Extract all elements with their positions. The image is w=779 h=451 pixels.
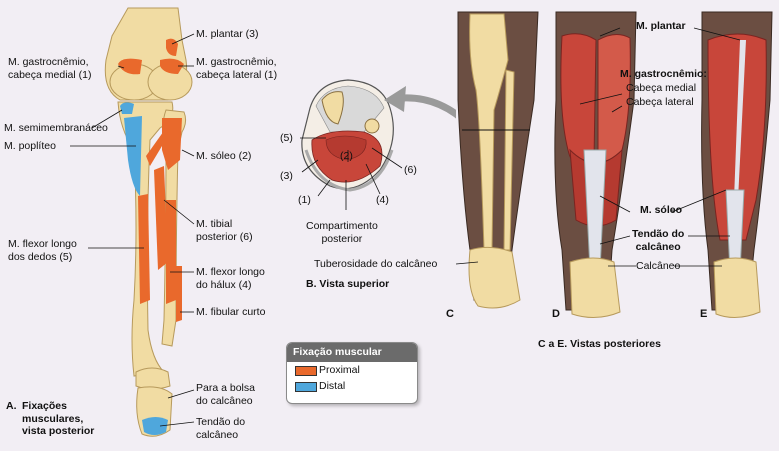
panel-e-leg <box>701 11 773 318</box>
legend-title: Fixação muscular <box>287 343 417 362</box>
label-semimembranaceo: M. semimembranáceo <box>4 122 108 134</box>
panels-cde-leaders <box>455 27 741 267</box>
fibula-section <box>364 118 380 134</box>
leg-d-foot <box>569 257 621 318</box>
label-plantar-cde: M. plantar <box>636 20 686 32</box>
popliteo-attachment <box>124 116 142 196</box>
legend-swatch-proximal <box>295 366 317 376</box>
flexor-dedos-attachment <box>138 194 150 304</box>
semimembranaceo-attachment <box>120 102 134 114</box>
leg-c-tibia <box>469 13 509 251</box>
panel-a-leg-bones <box>104 7 193 437</box>
legend-item-proximal: Proximal <box>287 362 417 378</box>
tibia-section <box>321 91 344 125</box>
leg-c-foot <box>468 246 521 309</box>
label-tuberosidade: Tuberosidade do calcâneo <box>314 258 438 270</box>
posterior-deep <box>325 135 367 161</box>
tibial-posterior-attachment <box>154 166 168 270</box>
fibular-curto-attachment <box>176 266 182 322</box>
label-b-1: (1) <box>298 194 311 206</box>
legend-item-distal: Distal <box>287 378 417 394</box>
caption-cde: C a E. Vistas posteriores <box>538 338 661 350</box>
legend-swatch-distal <box>295 382 317 392</box>
gastro-medial-attachment <box>118 58 142 75</box>
panel-d-leg <box>554 11 637 318</box>
gastro-lateral-attachment <box>160 58 184 74</box>
label-soleo: M. sóleo (2) <box>196 150 252 162</box>
label-cabeca-lateral: Cabeça lateral <box>626 96 694 108</box>
panel-b-leaders <box>300 137 403 210</box>
letter-d: D <box>552 308 560 320</box>
label-popliteo: M. poplíteo <box>4 140 56 152</box>
leg-e-plantaris <box>734 40 746 200</box>
label-b-5: (5) <box>280 132 293 144</box>
panel-b-cross-section <box>301 79 394 192</box>
view-arrow-head <box>384 86 406 112</box>
legend-box: Fixação muscular Proximal Distal <box>286 342 418 404</box>
label-calcaneo: Calcâneo <box>636 260 681 272</box>
caption-b: B. Vista superior <box>306 278 390 290</box>
caption-a-letter: A. <box>6 400 17 412</box>
soleo-line <box>146 128 168 166</box>
label-gastro-lateral: M. gastrocnêmio,cabeça lateral (1) <box>196 56 278 81</box>
label-b-3: (3) <box>280 170 293 182</box>
label-gastro-medial: M. gastrocnêmio,cabeça medial (1) <box>8 56 92 81</box>
label-cabeca-medial: Cabeça medial <box>626 82 697 94</box>
label-b-6: (6) <box>404 164 417 176</box>
label-fibular-curto: M. fibular curto <box>196 306 266 318</box>
talus <box>135 367 171 390</box>
flexor-halux-attachment <box>166 200 176 304</box>
skin-band <box>304 149 394 192</box>
label-b-4: (4) <box>376 194 389 206</box>
panel-a-leaders <box>70 33 195 427</box>
label-gastro-cde: M. gastrocnêmio: <box>620 68 707 80</box>
soleo-attachment <box>162 118 182 170</box>
legend-label-distal: Distal <box>319 380 346 392</box>
label-plantar: M. plantar (3) <box>196 28 259 40</box>
label-b-2: (2) <box>340 150 353 162</box>
letter-c: C <box>446 308 454 320</box>
letter-e: E <box>700 308 708 320</box>
leg-e-foot <box>713 257 761 318</box>
legend-label-proximal: Proximal <box>319 364 360 376</box>
label-soleo-cde: M. sóleo <box>640 204 683 216</box>
leg-c-fibula <box>503 69 515 251</box>
panel-c-leg <box>456 11 540 332</box>
calcaneal-tendon-attachment <box>142 417 168 435</box>
